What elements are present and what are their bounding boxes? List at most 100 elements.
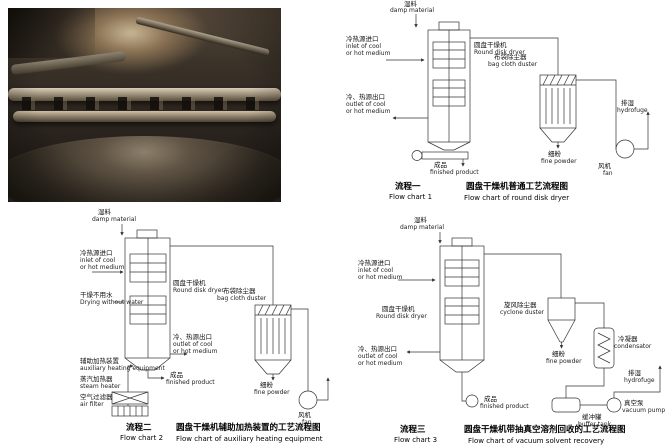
c2-outlet-label-cn: 冷、热源出口 (173, 333, 212, 341)
c3-product-pump (461, 372, 479, 408)
photo-large-disc (8, 136, 281, 202)
c3-outlet-label-en2: or hot medium (358, 360, 403, 367)
c2-fan-and-exhaust (291, 308, 330, 410)
c1-outlet-label-cn: 冷、热源出口 (346, 93, 385, 101)
c2-airfilter-label-en: air filter (80, 401, 104, 408)
c2-damp-material-label-cn: 湿料 (98, 208, 111, 216)
c2-inlet-label-cn: 冷热源进口 (80, 249, 113, 257)
flow-chart-2-diagram (92, 224, 330, 417)
flow-chart-3-diagram (398, 232, 662, 413)
c1-title-en: Flow chart of round disk dryer (464, 194, 570, 202)
c3-buffer-label-en: buffer tank (578, 421, 612, 428)
c3-title-en: Flow chart of vacuum solvent recovery (468, 437, 605, 445)
c2-damp-material-label-en: damp material (92, 216, 137, 223)
c2-aux-label-cn: 辅助加热装置 (80, 357, 119, 365)
c1-fan-and-exhaust (576, 79, 650, 159)
c3-product-label-en: finished product (480, 403, 529, 410)
c1-caption-cn: 流程一 (395, 182, 421, 192)
flow-chart-2: 湿料 damp material 冷热源进口 inlet of cool or … (78, 208, 346, 446)
c3-cyclone (547, 297, 576, 349)
c2-fan-label-en: fan (302, 419, 312, 426)
c2-dryer-label-cn: 圆盘干燥机 (173, 279, 206, 287)
c2-powder-label-cn: 细粉 (260, 381, 273, 389)
c2-nowater-label-cn: 干燥不用水 (80, 291, 113, 299)
c1-inlet-label-cn: 冷热源进口 (346, 35, 379, 43)
c3-condenser-label-en: condensator (614, 343, 652, 350)
c3-hydrofuge-label-en: hydrofuge (624, 377, 655, 384)
photo-shadow-corner (8, 8, 96, 59)
c3-damp-material-label-cn: 湿料 (414, 216, 427, 224)
c1-powder-label-en: fine powder (541, 158, 577, 165)
c1-duster-label-cn: 布袋除尘器 (494, 53, 527, 61)
c3-inlet-label-en2: or hot medium (358, 274, 403, 281)
c2-product-line (147, 370, 165, 380)
c3-caption-en: Flow chart 3 (394, 436, 438, 444)
c3-damp-material-label-en: damp material (400, 224, 445, 231)
c2-steam-label-en: steam heater (80, 383, 121, 390)
c2-caption-en: Flow chart 2 (120, 434, 164, 442)
c2-inlet-label-en2: or hot medium (80, 264, 125, 271)
c3-buffer-tank (551, 368, 605, 413)
c2-product-label-en: finished product (166, 379, 215, 386)
c3-dryer-label-en: Round disk dryer (376, 313, 427, 320)
c2-fan-label-cn: 风机 (298, 411, 311, 419)
c1-product-conveyor (411, 150, 469, 167)
c2-dryer-label-en: Round disk dryer (173, 287, 224, 294)
c3-title-cn: 圆盘干燥机带抽真空溶剂回收的工艺流程图 (464, 425, 626, 435)
photo-supports (21, 97, 268, 111)
c2-caption-cn: 流程二 (126, 423, 152, 433)
c2-steam-label-cn: 蒸汽加热器 (80, 375, 113, 383)
c2-hot-air-duct (127, 364, 134, 392)
c1-damp-material-label-cn: 湿料 (404, 0, 417, 8)
c1-fan-label-en: fan (603, 170, 613, 177)
c2-product-label-cn: 成品 (170, 371, 183, 379)
c3-condenser-label-cn: 冷凝器 (618, 335, 638, 343)
c2-outlet-label-en2: or hot medium (173, 348, 218, 355)
c1-inlet-label-en2: or hot medium (346, 50, 391, 57)
c3-outlet-label-cn: 冷、热源出口 (358, 345, 397, 353)
c1-hydrofuge-label-en: hydrofuge (617, 107, 648, 114)
c2-aux-label-en: auxiliary heating equipment (80, 365, 165, 372)
c1-round-disk-dryer (427, 21, 471, 151)
c2-round-disk-dryer (124, 229, 171, 371)
c1-hydrofuge-label-cn: 排湿 (621, 99, 634, 107)
c1-outlet-label-en2: or hot medium (346, 108, 391, 115)
c2-outlet-label-en1: outlet of cool (173, 341, 213, 348)
c1-caption-en: Flow chart 1 (389, 193, 433, 201)
c1-duster-label-en: bag cloth duster (488, 61, 538, 68)
c3-inlet-label-cn: 冷热源进口 (358, 259, 391, 267)
c3-vacuum-pump (580, 365, 662, 413)
c1-outlet-label-en1: outlet of cool (346, 101, 386, 108)
c1-dryer-label-en: Round disk dryer (474, 49, 525, 56)
equipment-photo (8, 8, 281, 202)
c1-powder-label-cn: 细粉 (548, 150, 561, 158)
c1-bag-filter (539, 74, 577, 149)
flow-chart-1-diagram (386, 14, 650, 167)
c2-air-filter (111, 404, 149, 417)
c3-powder-label-cn: 细粉 (552, 350, 565, 358)
c3-buffer-label-cn: 缓冲罐 (582, 413, 602, 421)
c3-outlet-label-en1: outlet of cool (358, 353, 398, 360)
c2-powder-label-en: fine powder (254, 389, 290, 396)
c3-dryer-label-cn: 圆盘干燥机 (382, 305, 415, 313)
c3-hydrofuge-label-cn: 排湿 (628, 369, 641, 377)
flow-chart-1: 湿料 damp material 冷热源进口 inlet of cool or … (338, 0, 672, 210)
c2-duster-label-cn: 布袋除尘器 (223, 287, 256, 295)
c3-vacuum-label-en: vacuum pump (622, 407, 666, 414)
c3-round-disk-dryer (439, 237, 485, 373)
c1-fan-label-cn: 风机 (598, 162, 611, 170)
c3-inlet-label-en1: inlet of cool (358, 267, 394, 274)
c2-steam-heater (111, 391, 149, 405)
c2-inlet-label-en1: inlet of cool (80, 257, 116, 264)
c1-title-cn: 圆盘干燥机普通工艺流程图 (466, 182, 569, 192)
c2-duster-label-en: bag cloth duster (217, 295, 267, 302)
c3-top-duct (484, 253, 562, 298)
c3-cyclone-label-cn: 旋风除尘器 (504, 301, 537, 309)
c3-caption-cn: 流程三 (400, 425, 426, 435)
c1-top-duct (470, 37, 559, 75)
c2-nowater-label-en: Drying without water (80, 299, 144, 306)
c2-bag-filter (254, 304, 292, 381)
c2-title-en: Flow chart of auxiliary heating equipmen… (176, 435, 323, 443)
c3-vacuum-label-cn: 真空泵 (624, 399, 644, 407)
